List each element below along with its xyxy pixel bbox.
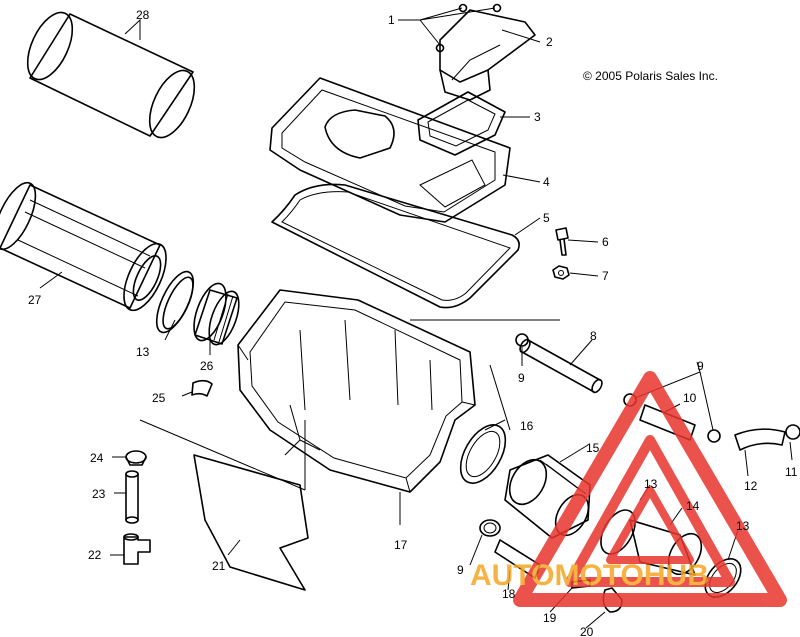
callout-15: 15	[586, 441, 600, 455]
callout-6: 6	[602, 235, 609, 249]
callout-12: 12	[744, 479, 758, 493]
callout-13c: 13	[736, 519, 750, 533]
part-16-gasket-ring	[459, 424, 507, 484]
part-9-clamp-a	[515, 333, 529, 347]
part-26-adapter	[193, 282, 240, 346]
callout-20: 20	[580, 625, 594, 637]
part-5-gasket	[271, 183, 520, 309]
part-27-air-filter	[0, 181, 167, 312]
callout-23: 23	[92, 487, 106, 501]
watermark-logo: AUTOMOTOHUB	[470, 371, 787, 607]
callout-14: 14	[686, 499, 700, 513]
part-2-snorkel	[439, 9, 536, 101]
callout-26: 26	[200, 359, 214, 373]
callout-2: 2	[546, 35, 553, 49]
part-22-tee	[123, 533, 151, 565]
callout-11: 11	[785, 465, 798, 479]
callout-19: 19	[543, 611, 557, 625]
callout-21: 21	[212, 559, 226, 573]
part-14-sleeve	[629, 519, 703, 576]
callout-4: 4	[543, 175, 550, 189]
part-12-hose	[734, 428, 786, 451]
part-23-drain-tube	[125, 470, 139, 524]
part-21-plate	[193, 454, 309, 591]
callout-9b: 9	[697, 359, 704, 373]
part-9-clamp-d	[479, 519, 501, 537]
part-24-grommet	[125, 450, 147, 466]
part-3-seal	[417, 91, 506, 156]
part-15-boot	[504, 454, 591, 539]
callout-1: 1	[388, 13, 395, 27]
part-13-clamp-left	[155, 270, 195, 334]
callout-8: 8	[590, 329, 597, 343]
callout-10: 10	[683, 391, 697, 405]
callout-27: 27	[28, 293, 42, 307]
callout-18: 18	[502, 587, 516, 601]
copyright-text: © 2005 Polaris Sales Inc.	[583, 69, 718, 83]
part-6-bolt	[555, 227, 569, 256]
callout-9c: 9	[457, 563, 464, 577]
part-28-sleeve	[26, 11, 196, 139]
callout-3: 3	[534, 110, 541, 124]
callout-5: 5	[543, 211, 550, 225]
part-11-clamp	[785, 424, 800, 440]
callout-13b: 13	[644, 477, 658, 491]
part-9-clamp-c	[707, 429, 721, 443]
part-17-airbox	[237, 289, 476, 493]
callout-25: 25	[152, 391, 166, 405]
callout-28: 28	[136, 8, 150, 22]
callout-13a: 13	[136, 345, 150, 359]
callout-16: 16	[520, 419, 534, 433]
callout-7: 7	[602, 269, 609, 283]
part-4-airbox-cover	[269, 77, 511, 223]
part-8-tube	[519, 338, 603, 394]
part-25-clip	[191, 379, 213, 397]
callout-9a: 9	[518, 371, 525, 385]
watermark-text: AUTOMOTOHUB	[470, 559, 709, 592]
part-7-nut	[552, 265, 570, 280]
callout-24: 24	[90, 451, 104, 465]
callout-17: 17	[394, 538, 408, 552]
callout-22: 22	[88, 548, 102, 562]
callout-numbers: 1 2 3 4 5 6 7 8 9 9 9 10 11 12 13 13 13 …	[28, 8, 798, 637]
